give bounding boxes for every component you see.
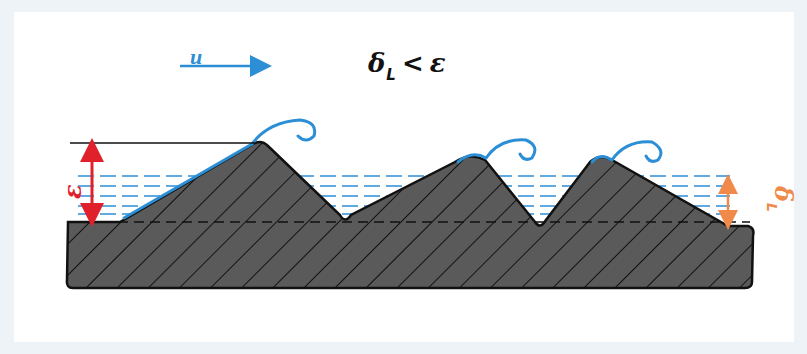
delta-symbol: δ xyxy=(368,48,385,78)
label-group: u xyxy=(190,44,202,70)
mean-wall-line xyxy=(70,221,750,223)
label-group: ε xyxy=(58,184,87,199)
label-group: δL xyxy=(769,186,798,212)
subscript: L xyxy=(386,66,396,84)
label-group: δL<ε xyxy=(368,48,446,78)
subscript: L xyxy=(764,203,780,212)
eddies xyxy=(124,120,661,218)
roughness-label: ε xyxy=(58,184,87,199)
epsilon-symbol: ε xyxy=(430,48,446,78)
panel xyxy=(14,12,794,342)
delta-symbol: δ xyxy=(769,186,798,202)
rough-wall xyxy=(67,142,754,288)
peak-line xyxy=(70,142,255,144)
wall-hatching xyxy=(67,142,754,288)
velocity-symbol: u xyxy=(190,44,202,70)
sublayer-arrow xyxy=(727,184,730,220)
roughness-arrow xyxy=(91,150,94,215)
less-than: < xyxy=(402,48,424,78)
